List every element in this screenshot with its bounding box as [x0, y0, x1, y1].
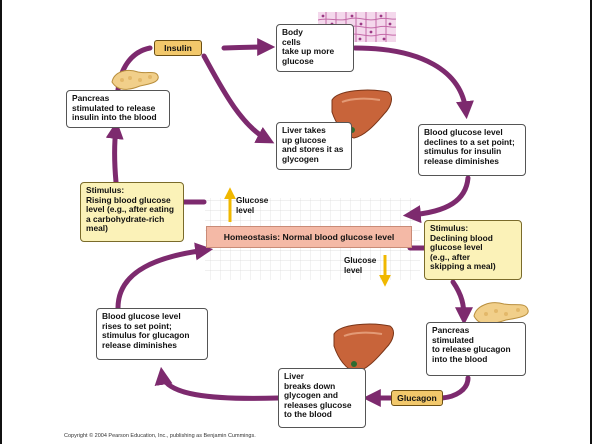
- box-line: insulin into the blood: [72, 113, 164, 123]
- glucose-up-label: Glucose level: [236, 196, 268, 215]
- box-line: release diminishes: [424, 157, 520, 167]
- arrow-insulin-to-body-cells: [224, 47, 268, 48]
- box-line: to the blood: [284, 410, 360, 420]
- arrow-pancreas-to-glucagon: [442, 378, 468, 398]
- declining-stimulus-box: Stimulus: Declining blood glucose level …: [424, 220, 522, 280]
- box-line: skipping a meal): [430, 262, 516, 272]
- liver-stores-box: Liver takes up glucose and stores it as …: [276, 122, 352, 170]
- pancreas-insulin-box: Pancreas stimulated to release insulin i…: [66, 90, 170, 128]
- arrow-liver-to-rises: [162, 374, 278, 398]
- homeostasis-band: Homeostasis: Normal blood glucose level: [206, 226, 412, 248]
- glucose-rises-box: Blood glucose level rises to set point; …: [96, 308, 208, 360]
- glucose-down-label: Glucose level: [344, 256, 376, 275]
- glucose-declines-box: Blood glucose level declines to a set po…: [418, 124, 526, 176]
- box-line: glucose: [282, 57, 348, 67]
- glucose-up-line2: level: [236, 206, 268, 216]
- box-line: into the blood: [432, 355, 520, 365]
- body-cells-box: Body cells take up more glucose: [276, 24, 354, 72]
- box-line: glycogen: [282, 155, 346, 165]
- glucagon-tag: Glucagon: [391, 390, 443, 406]
- arrow-declining-to-pancreas: [453, 282, 464, 318]
- glucose-down-line2: level: [344, 266, 376, 276]
- box-line: release diminishes: [102, 341, 202, 351]
- arrow-rising-to-pancreas: [115, 128, 117, 182]
- liver-bottom-image: [330, 322, 396, 374]
- rising-stimulus-box: Stimulus: Rising blood glucose level (e.…: [80, 182, 184, 242]
- glucose-up-line1: Glucose: [236, 196, 268, 206]
- arrow-insulin-to-liver: [204, 56, 268, 140]
- arrow-rises-to-homeostasis: [118, 250, 206, 308]
- pancreas-glucagon-box: Pancreas stimulated to release glucagon …: [426, 322, 526, 376]
- copyright-notice: Copyright © 2004 Pearson Education, Inc.…: [64, 433, 256, 439]
- glucose-down-line1: Glucose: [344, 256, 376, 266]
- liver-breaks-box: Liver breaks down glycogen and releases …: [278, 368, 366, 428]
- insulin-tag: Insulin: [154, 40, 202, 56]
- box-line: meal): [86, 224, 178, 234]
